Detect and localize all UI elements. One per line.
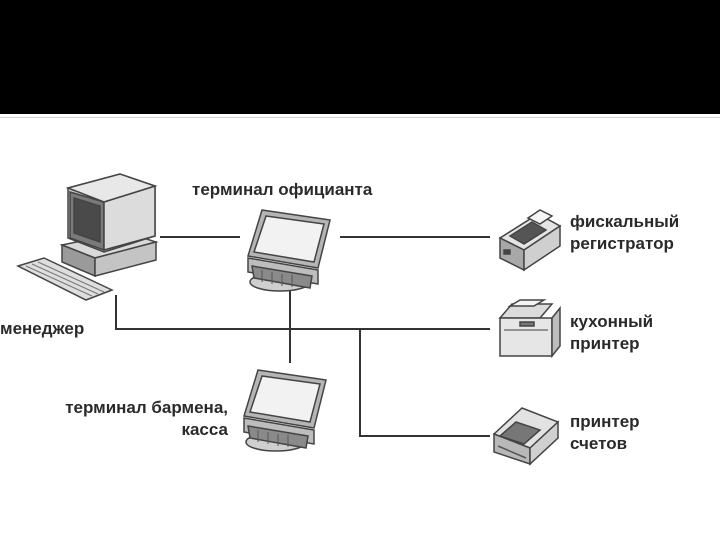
manager-label: менеджер: [0, 319, 85, 338]
desktop-computer-icon: [15, 173, 159, 301]
link-manager-bus: [115, 295, 490, 330]
bartender-terminal-label-line2: касса: [181, 420, 228, 439]
fiscal-register-icon: [498, 209, 562, 272]
bill-printer-label-line2: счетов: [570, 434, 628, 453]
bartender-terminal-label-line1: терминал бармена,: [65, 398, 228, 417]
kitchen-printer-icon: [498, 299, 561, 359]
title-bar: [0, 0, 720, 114]
kitchen-printer-label-line1: кухонный: [570, 312, 654, 331]
title-separator: [0, 114, 720, 118]
kitchen-printer-label-line2: принтер: [570, 334, 640, 353]
link-bus-bill-printer: [359, 329, 490, 437]
waiter-terminal-label: терминал официанта: [192, 180, 373, 199]
fiscal-register-label-line1: фискальный: [570, 212, 680, 231]
connection-lines: [115, 236, 490, 437]
bill-printer-label-line1: принтер: [570, 412, 640, 431]
touch-terminal-icon: [243, 369, 327, 452]
fiscal-register-label-line2: регистратор: [570, 234, 674, 253]
touch-terminal-icon: [247, 209, 331, 292]
receipt-printer-icon: [492, 407, 560, 466]
